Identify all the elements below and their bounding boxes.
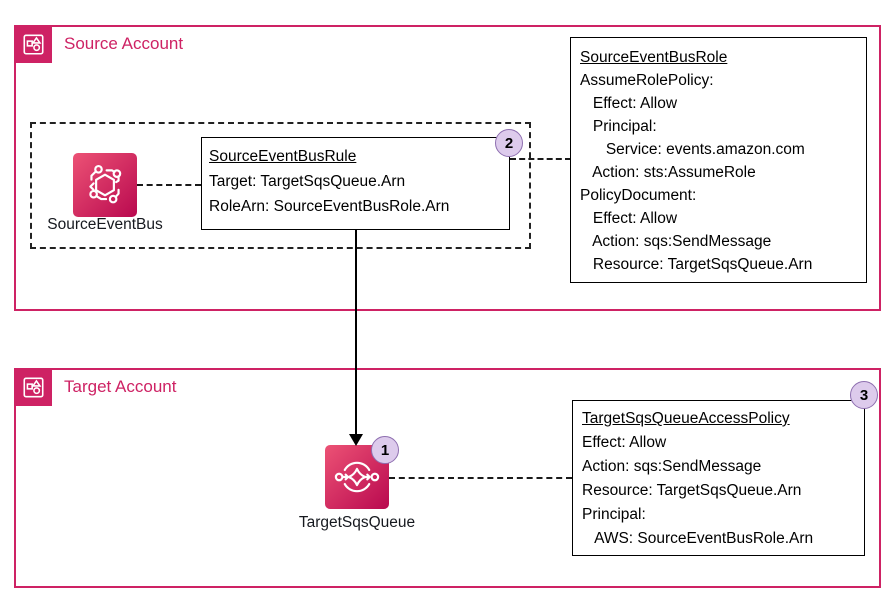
box-line: AWS: SourceEventBusRole.Arn <box>582 530 814 547</box>
sqs-icon <box>325 445 389 509</box>
target-sqs-queue-access-policy-box: TargetSqsQueueAccessPolicy Effect: Allow… <box>572 400 865 556</box>
source-account-label: Source Account <box>64 34 184 53</box>
step-badge-1: 1 <box>371 436 399 464</box>
account-icon <box>14 25 52 63</box>
rule-box-title: SourceEventBusRule <box>209 148 357 165</box>
target-sqs-queue-label: TargetSqsQueue <box>298 514 416 531</box>
connector-queue-to-policy <box>389 477 572 479</box>
source-event-bus-rule-box: SourceEventBusRule Target: TargetSqsQueu… <box>201 137 510 230</box>
arrow-rule-to-queue <box>355 230 357 435</box>
box-line: Target: TargetSqsQueue.Arn <box>209 173 406 190</box>
source-event-bus-role-box: SourceEventBusRole AssumeRolePolicy: Eff… <box>570 37 867 283</box>
target-account-group <box>14 368 881 588</box>
box-line: Action: sqs:SendMessage <box>582 458 762 475</box>
target-account-label: Target Account <box>64 377 177 396</box>
box-line: Effect: Allow <box>580 95 678 112</box>
box-line: RoleArn: SourceEventBusRole.Arn <box>209 198 450 215</box>
box-line: Effect: Allow <box>582 434 667 451</box>
box-line: Service: events.amazon.com <box>580 141 805 158</box>
step-badge-3: 3 <box>850 381 878 409</box>
box-line: Resource: TargetSqsQueue.Arn <box>580 256 813 273</box>
event-bus-rule-scope-box <box>30 122 531 249</box>
connector-rule-to-role <box>510 158 571 160</box>
box-line: Principal: <box>580 118 657 135</box>
box-line: PolicyDocument: <box>580 187 697 204</box>
box-line: Action: sqs:SendMessage <box>580 233 772 250</box>
role-box-lines: AssumeRolePolicy: Effect: Allow Principa… <box>580 69 857 276</box>
source-event-bus-label: SourceEventBus <box>47 216 163 233</box>
step-badge-2: 2 <box>495 129 523 157</box>
account-icon <box>14 368 52 406</box>
policy-box-title: TargetSqsQueueAccessPolicy <box>582 410 790 427</box>
box-line: Principal: <box>582 506 646 523</box>
source-account-group <box>14 25 881 311</box>
connector-bus-to-rule <box>137 184 201 186</box>
role-box-title: SourceEventBusRole <box>580 49 728 66</box>
box-line: Effect: Allow <box>580 210 678 227</box>
arrowhead-down-icon <box>349 434 363 446</box>
box-line: AssumeRolePolicy: <box>580 72 714 89</box>
box-line: Resource: TargetSqsQueue.Arn <box>582 482 802 499</box>
eventbridge-icon <box>73 153 137 217</box>
box-line: Action: sts:AssumeRole <box>580 164 756 181</box>
